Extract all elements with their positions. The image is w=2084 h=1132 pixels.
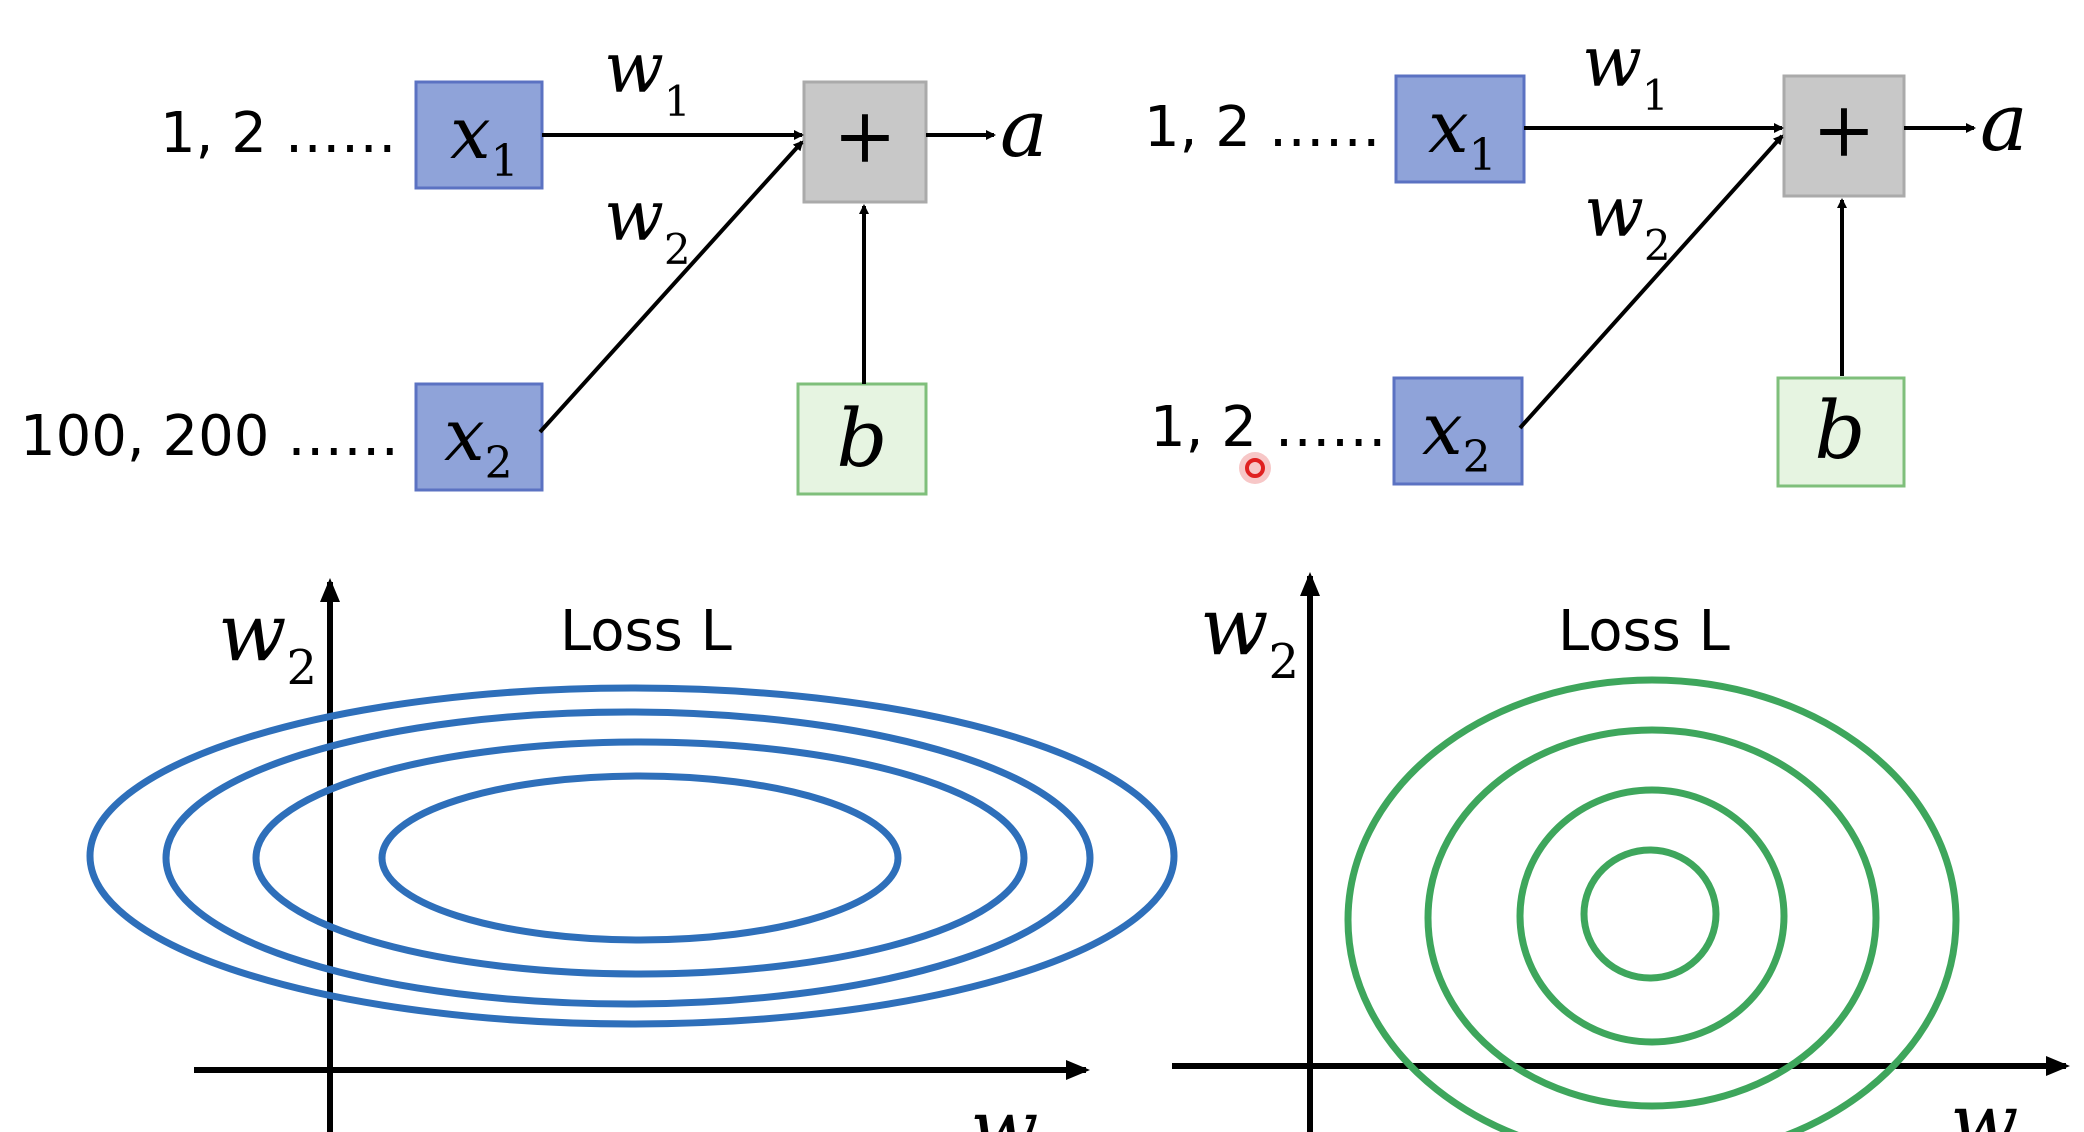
left-bias-node: b: [796, 382, 928, 496]
right-w1-sub: 1: [1642, 71, 1669, 120]
left-bias-symbol: b: [836, 392, 887, 485]
svg-text:x1: x1: [1428, 85, 1497, 181]
right-contour-ring-3: [1424, 726, 1880, 1110]
svg-text:x2: x2: [1422, 387, 1491, 483]
left-plot-title: Loss L: [560, 599, 732, 664]
right-w2-base: w: [1584, 171, 1644, 253]
left-x2-to-sum-arrow: [538, 140, 804, 434]
svg-text:x1: x1: [450, 91, 519, 187]
right-bias-node: b: [1776, 376, 1906, 488]
left-plot-y-sub: 2: [286, 640, 317, 696]
right-input1-values: 1, 2 ……: [1144, 95, 1381, 160]
right-x1-base: x: [1428, 85, 1469, 169]
left-contour-ring-1: [378, 772, 902, 944]
right-sum-node: +: [1782, 74, 1906, 198]
left-input1-values: 1, 2 ……: [160, 101, 397, 166]
left-w2-base: w: [604, 175, 664, 257]
left-sum-symbol: +: [833, 91, 897, 180]
left-w1-label: w1: [604, 27, 691, 126]
right-sum-symbol: +: [1812, 85, 1876, 174]
left-loss-plot: Loss L w2 w: [86, 578, 1178, 1132]
left-x1-base: x: [450, 91, 491, 175]
right-w2-sub: 2: [1644, 221, 1671, 270]
left-input2-values: 100, 200 ……: [20, 404, 399, 469]
right-x1-node: x1: [1394, 74, 1526, 184]
right-w1-label: w1: [1582, 21, 1669, 120]
left-w1-base: w: [604, 27, 664, 109]
right-x2-sub: 2: [1463, 432, 1491, 483]
right-input2-values: 1, 2 ……: [1150, 395, 1387, 460]
cursor-indicator: [1239, 452, 1271, 484]
right-x1-sub: 1: [1469, 130, 1497, 181]
right-plot-title: Loss L: [1558, 599, 1730, 664]
right-contour-ring-2: [1516, 786, 1788, 1046]
right-plot-y-sub: 2: [1268, 634, 1299, 690]
right-contour-ring-1: [1580, 846, 1720, 982]
right-x2-node: x2: [1392, 376, 1524, 486]
right-w2-label: w2: [1584, 171, 1671, 270]
right-neuron-diagram: 1, 2 …… 1, 2 …… x1 x2 + b w1: [1144, 21, 2028, 488]
right-plot-y-base: w: [1200, 580, 1268, 673]
left-x1-node: x1: [414, 80, 544, 190]
left-x2-sub: 2: [485, 438, 513, 489]
right-output-symbol: a: [1980, 76, 2028, 169]
left-x2-base: x: [444, 393, 485, 477]
right-x2-to-sum-arrow: [1518, 134, 1784, 430]
right-plot-x-label: w: [1950, 1076, 2018, 1132]
left-x1-sub: 1: [491, 136, 519, 187]
left-contour-ring-3: [162, 708, 1094, 1008]
left-x2-node: x2: [414, 382, 544, 492]
svg-text:x2: x2: [444, 393, 513, 489]
right-x2-base: x: [1422, 387, 1463, 471]
right-plot-y-label: w2: [1200, 580, 1299, 690]
left-w2-label: w2: [604, 175, 691, 274]
right-loss-plot: Loss L w2 w: [1172, 572, 2070, 1132]
left-sum-node: +: [802, 80, 928, 204]
right-contour-ring-4: [1344, 676, 1960, 1132]
left-contour-ring-4: [86, 684, 1178, 1028]
left-w1-sub: 1: [664, 77, 691, 126]
left-contour-ring-2: [252, 738, 1028, 978]
right-bias-symbol: b: [1814, 384, 1865, 477]
right-w1-base: w: [1582, 21, 1642, 103]
left-output-symbol: a: [1000, 82, 1048, 175]
left-plot-x-label: w: [970, 1082, 1038, 1132]
left-plot-y-base: w: [218, 586, 286, 679]
left-plot-y-label: w2: [218, 586, 317, 696]
left-w2-sub: 2: [664, 225, 691, 274]
left-neuron-diagram: 1, 2 …… 100, 200 …… x1 x2 + b: [20, 27, 1048, 496]
